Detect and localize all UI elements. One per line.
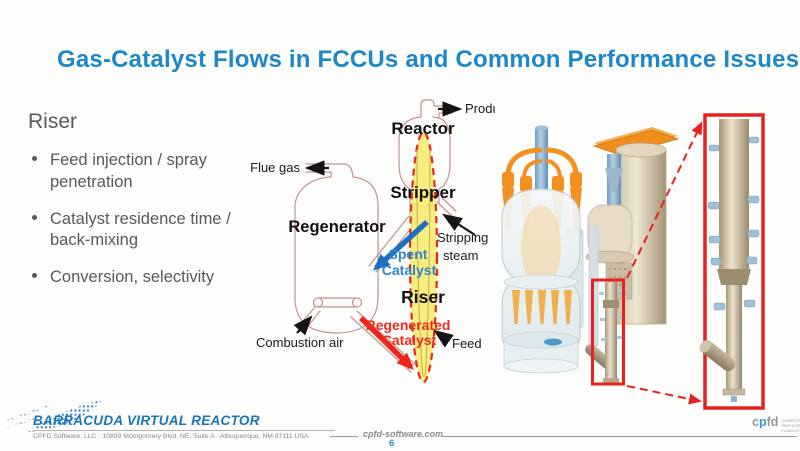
cpfd-logo-tagline: COMPUTATIONAL PARTICLE FLUID DYNAMICS [781, 416, 800, 433]
spent-catalyst-label-line2: Catalyst [382, 262, 437, 278]
left-text-panel: Riser Feed injection / spray penetration… [28, 110, 260, 304]
riser-detail-view [699, 113, 765, 410]
bullet-item: Catalyst residence time / back-mixing [28, 209, 260, 253]
bullet-text: Conversion, selectivity [50, 268, 215, 287]
riser-nozzles-3d [599, 290, 623, 341]
stripping-steam-label-line2: steam [443, 248, 478, 263]
combustion-air-label: Combustion air [256, 335, 344, 350]
detail-feed-pipe [699, 339, 736, 372]
barracuda-fish-logo [2, 400, 102, 432]
brand-name: BARRACUDA VIRTUAL REACTOR [33, 413, 260, 428]
zoom-leader-bottom [626, 385, 702, 405]
reactor-label: Reactor [391, 119, 455, 138]
bullet-item: Feed injection / spray penetration [28, 150, 260, 194]
regenerator-outline [294, 163, 379, 334]
zoom-leader-top [626, 121, 703, 279]
website-text: cpfd-software.com [363, 429, 444, 439]
bullet-dot-icon [32, 156, 37, 161]
bullet-list: Feed injection / spray penetration Catal… [28, 150, 260, 289]
spent-catalyst-label-line1: Spent [389, 246, 428, 262]
products-label: Products [465, 101, 495, 116]
bullet-item: Conversion, selectivity [28, 267, 260, 289]
spent-catalyst-arrow [373, 219, 429, 271]
bullet-dot-icon [32, 273, 37, 279]
bullet-dot-icon [32, 214, 37, 220]
regenerator-label: Regenerator [288, 218, 386, 236]
cpfd-tagline-line: COMPUTATIONAL [781, 418, 800, 423]
stripping-steam-label-line1: Stripping [437, 230, 488, 245]
bullet-text: Feed injection / spray penetration [50, 151, 207, 191]
riser-tube-lines [416, 149, 431, 378]
cpfd-tagline-line: FLUID DYNAMICS [781, 428, 800, 433]
regenerator-nozzles-3d [512, 290, 572, 324]
regenerated-catalyst-arrow [359, 316, 414, 370]
stripping-steam-arrow [442, 213, 476, 236]
cpfd-logo-word: cpfd [752, 415, 779, 429]
combustion-air-arrow [293, 315, 313, 336]
stripper-label: Stripper [390, 183, 456, 202]
regenerated-catalyst-label-line1: Regenerated [366, 317, 451, 333]
flue-gas-label: Flue gas [250, 160, 300, 175]
fccu-3d-render [501, 113, 765, 410]
bullet-text: Catalyst residence time / back-mixing [50, 209, 231, 250]
footer-divider-left [330, 436, 358, 437]
footer-divider-right [441, 436, 797, 437]
cpfd-tagline-line: PARTICLE [781, 423, 800, 428]
feed-label: Feed [452, 336, 482, 351]
company-address: CPFD Software, LLC · 10899 Montgomery Bl… [33, 430, 335, 440]
cpfd-logo: cpfd COMPUTATIONAL PARTICLE FLUID DYNAMI… [752, 416, 800, 433]
riser-highlight-rect [591, 278, 625, 386]
slide-title: Gas-Catalyst Flows in FCCUs and Common P… [57, 46, 800, 73]
fccu-schematic-diagram: Products Flue gas Reactor Stripper Regen… [250, 99, 495, 384]
detail-nozzles [707, 136, 760, 311]
section-heading: Riser [28, 110, 78, 133]
regenerated-catalyst-label-line2: Catalyst [382, 332, 437, 348]
regenerator-vessel-3d [501, 125, 582, 374]
feed-arrow [433, 329, 454, 348]
riser-label: Riser [401, 287, 445, 307]
page-number: 6 [389, 438, 395, 449]
